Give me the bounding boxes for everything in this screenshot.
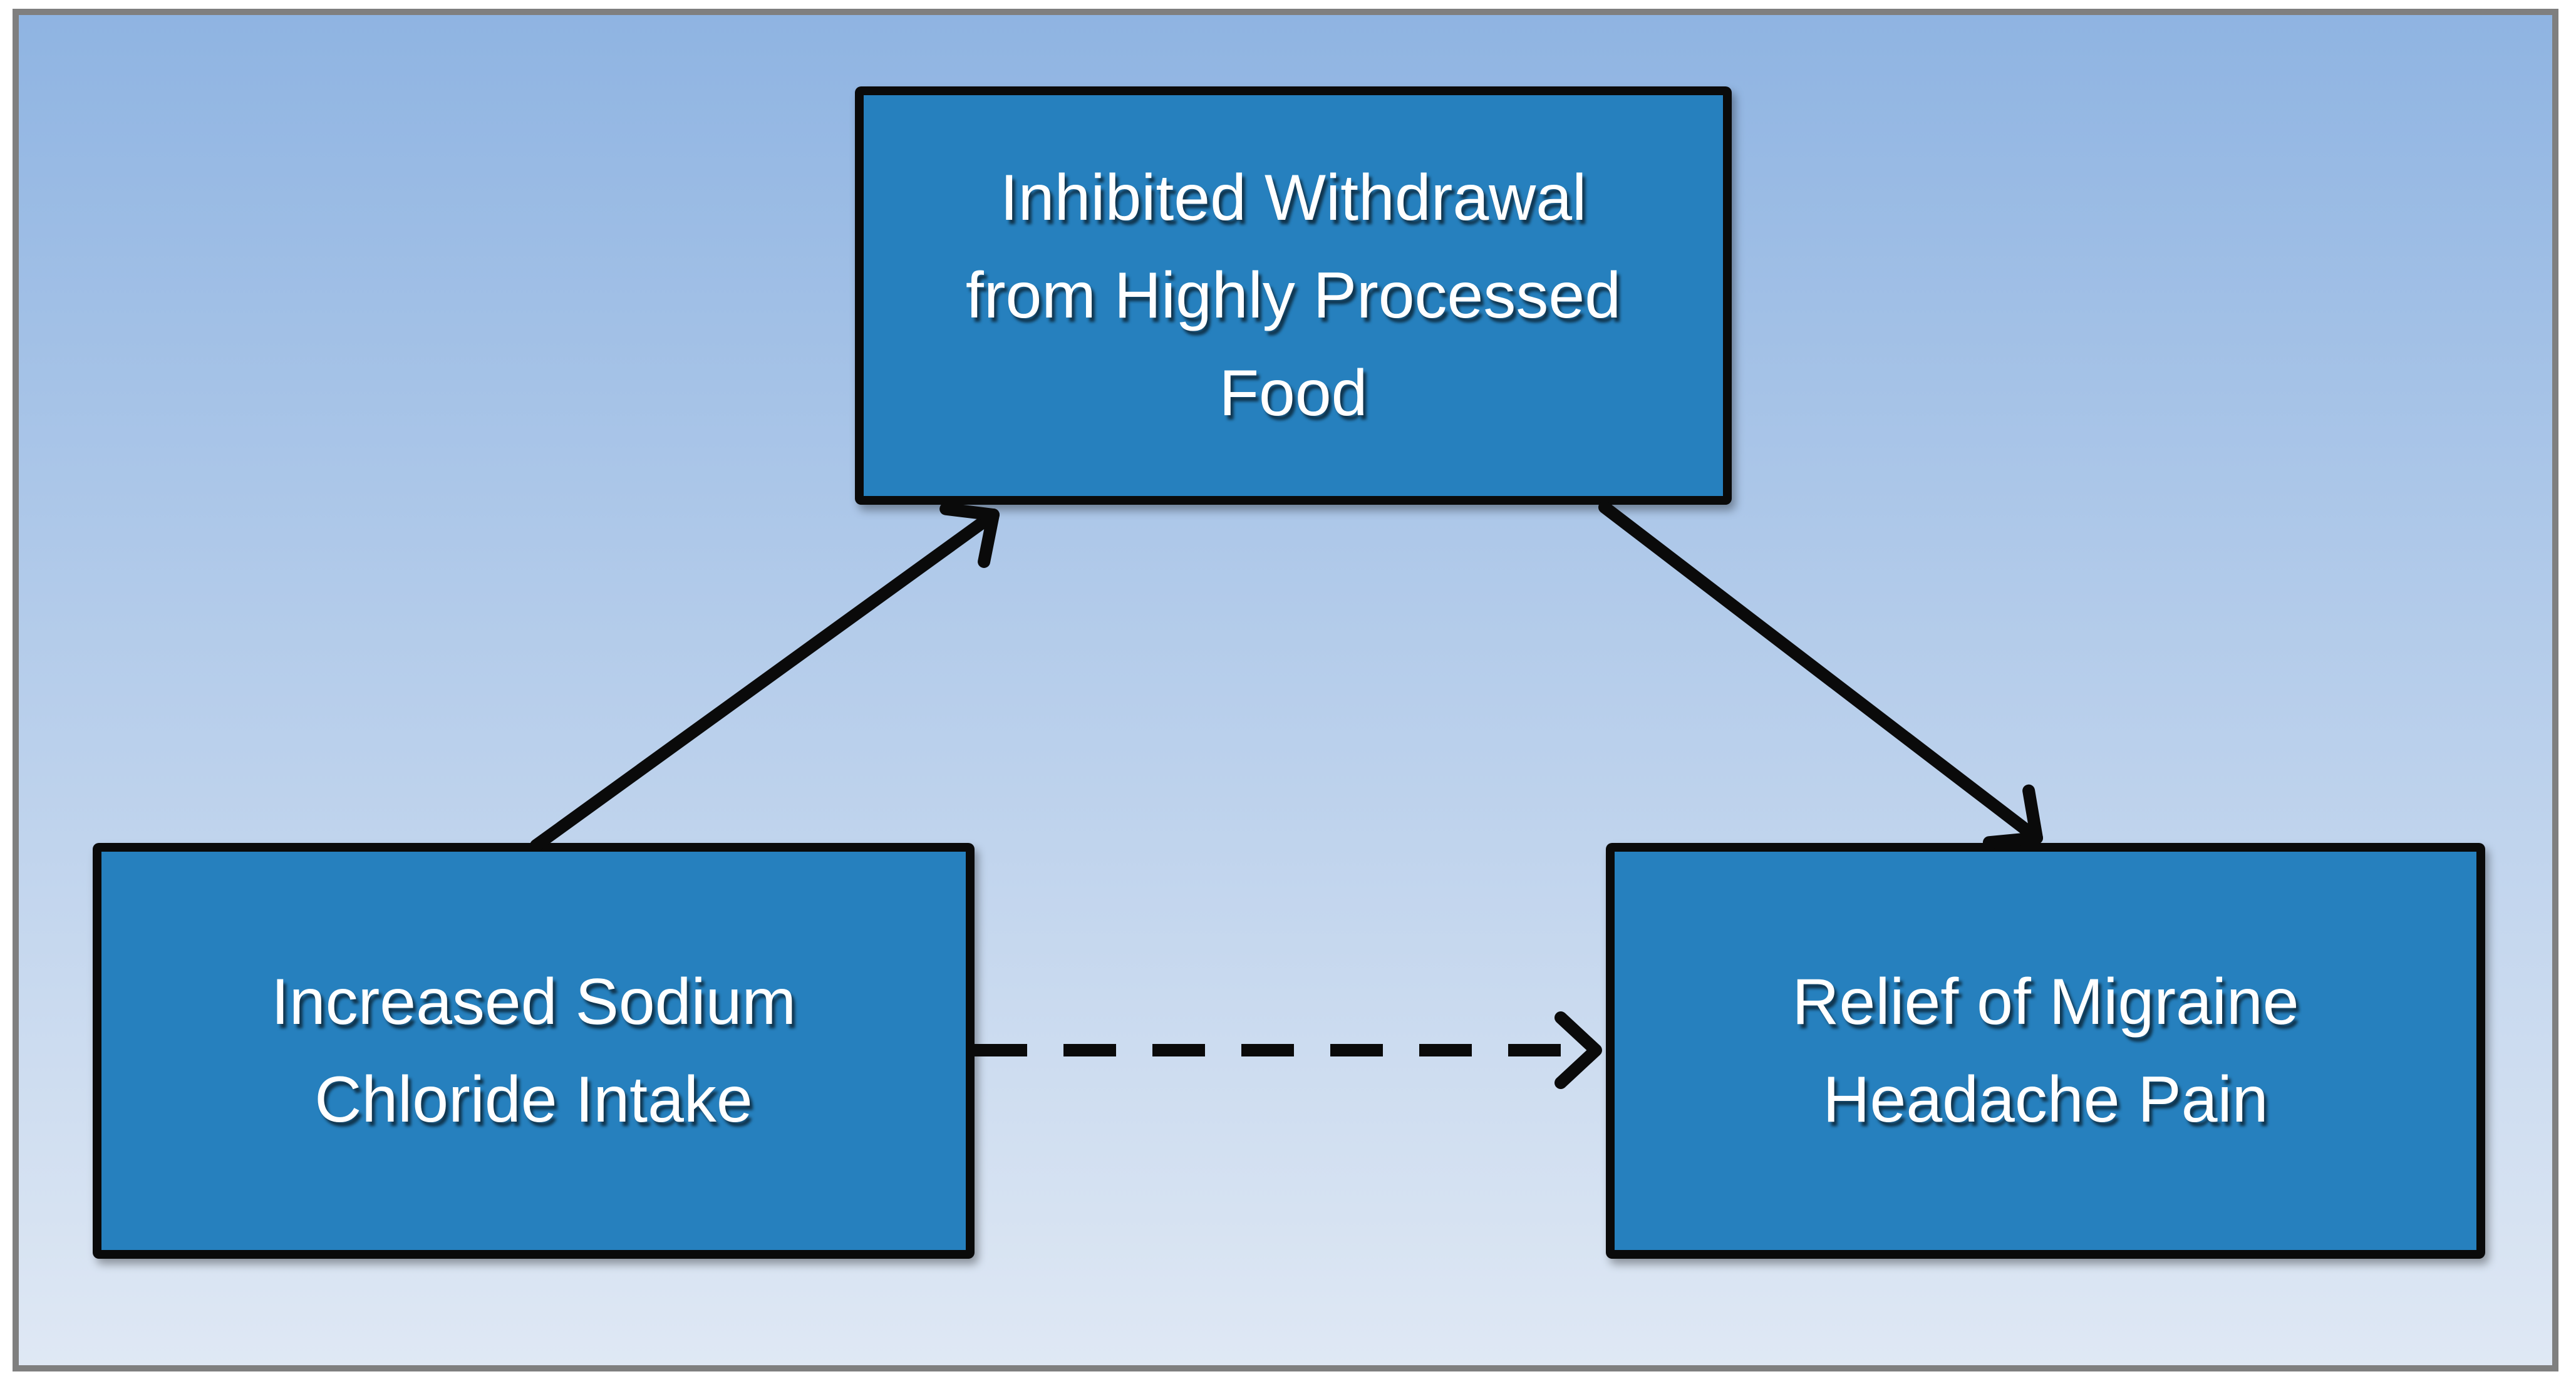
node-predictor: Increased Sodium Chloride Intake xyxy=(93,843,975,1259)
node-outcome: Relief of Migraine Headache Pain xyxy=(1606,843,2485,1259)
node-outcome-label: Relief of Migraine Headache Pain xyxy=(1792,966,2299,1136)
node-mediator: Inhibited Withdrawal from Highly Process… xyxy=(855,86,1732,505)
node-predictor-label: Increased Sodium Chloride Intake xyxy=(271,966,797,1136)
node-mediator-label: Inhibited Withdrawal from Highly Process… xyxy=(965,162,1622,430)
